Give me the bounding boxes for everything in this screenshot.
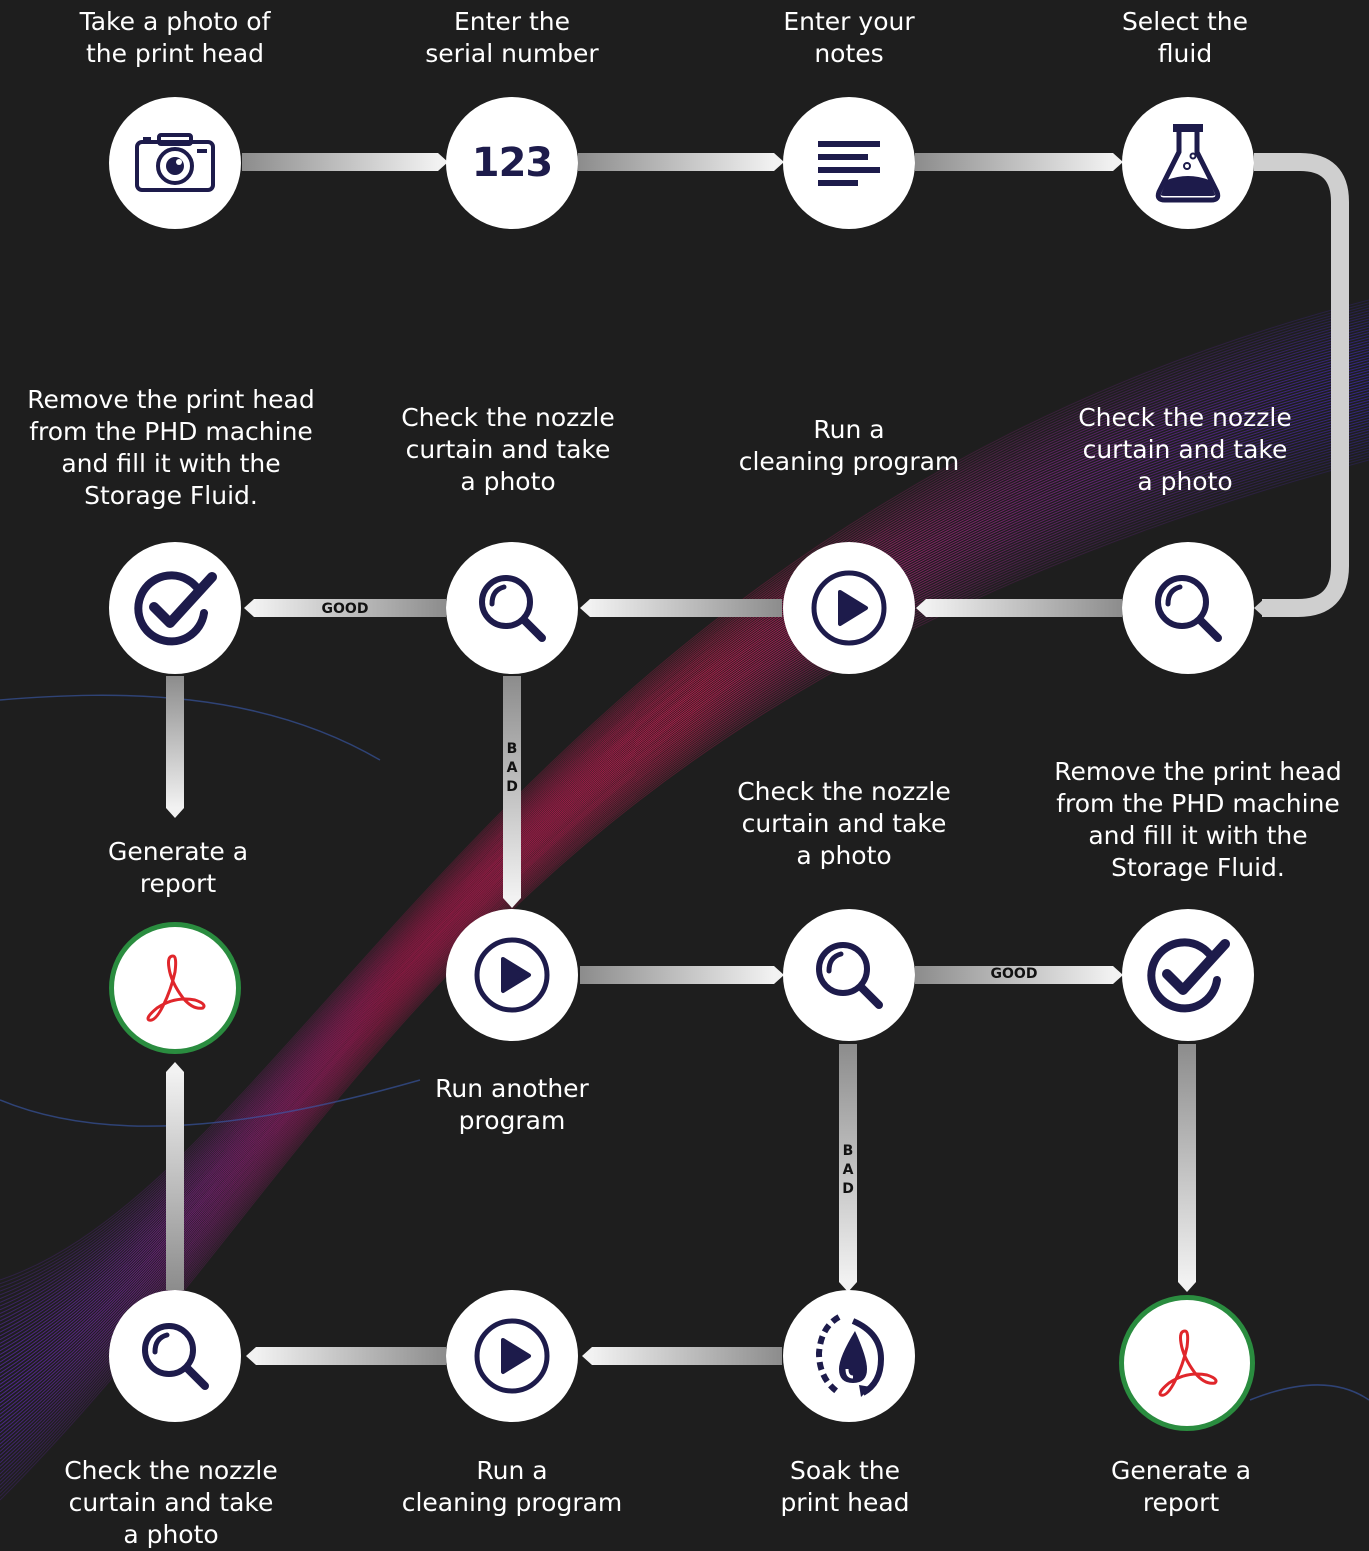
step-node-s13 <box>1119 1295 1255 1431</box>
edge-label-bad: B A D <box>842 1143 854 1197</box>
step-label-s9: Generate a report <box>107 837 249 898</box>
edge-s10-s11 <box>580 966 784 984</box>
step-node-s2: 123 <box>446 97 578 229</box>
edge-s16-s9 <box>166 1062 184 1290</box>
step-node-s5 <box>1122 542 1254 674</box>
step-label-s6: Run a cleaning program <box>738 415 960 476</box>
step-label-s13: Generate a report <box>1110 1456 1252 1517</box>
edge-s7-s8 <box>244 599 446 617</box>
step-node-s3 <box>783 97 915 229</box>
step-label-s1: Take a photo of the print head <box>79 7 271 68</box>
edge-s12-s13 <box>1178 1044 1196 1292</box>
step-node-s10 <box>446 909 578 1041</box>
step-label-s15: Run a cleaning program <box>401 1456 623 1517</box>
step-label-s3: Enter your notes <box>783 7 915 68</box>
flask-icon <box>1155 124 1221 203</box>
step-label-s5: Check the nozzle curtain and take a phot… <box>1078 403 1292 496</box>
step-label-s10: Run another program <box>435 1074 589 1135</box>
soak-icon <box>815 1314 885 1397</box>
step-label-s14: Soak the print head <box>780 1456 910 1517</box>
play-icon <box>474 1318 550 1394</box>
edge-s2-s3 <box>578 153 784 171</box>
number-icon: 123 <box>471 140 553 186</box>
magnifier-icon <box>1155 575 1222 642</box>
camera-icon <box>135 133 215 192</box>
check-icon <box>134 571 217 646</box>
step-node-s11 <box>783 909 915 1041</box>
magnifier-icon <box>816 942 883 1009</box>
edge-label-bad: B A D <box>506 741 518 795</box>
step-node-s14 <box>783 1290 915 1422</box>
step-node-s9 <box>109 922 241 1054</box>
step-label-s2: Enter the serial number <box>425 7 599 68</box>
check-icon <box>1147 938 1230 1013</box>
step-label-s8: Remove the print head from the PHD machi… <box>27 385 315 510</box>
step-node-s7 <box>446 542 578 674</box>
step-node-s15 <box>446 1290 578 1422</box>
edge-s3-s4 <box>915 153 1123 171</box>
play-icon <box>474 937 550 1013</box>
step-node-s8 <box>109 542 241 674</box>
edge-s11-s14 <box>839 1044 857 1292</box>
magnifier-icon <box>479 575 546 642</box>
magnifier-icon <box>142 1323 209 1390</box>
step-label-s4: Select the fluid <box>1121 7 1249 68</box>
edge-s7-s10 <box>503 676 521 908</box>
edge-label-good: GOOD <box>990 966 1038 982</box>
play-icon <box>811 570 887 646</box>
edge-s15-s16 <box>246 1347 446 1365</box>
edge-s1-s2 <box>242 153 448 171</box>
edge-s5-s6 <box>916 599 1122 617</box>
step-label-s11: Check the nozzle curtain and take a phot… <box>737 777 951 870</box>
edge-label-good: GOOD <box>321 601 369 617</box>
edge-s6-s7 <box>580 599 782 617</box>
pdf-icon <box>1158 1329 1218 1397</box>
step-node-s16 <box>109 1290 241 1422</box>
edge-s11-s12 <box>915 966 1123 984</box>
edge-s4-s5 <box>1254 153 1349 617</box>
step-label-s7: Check the nozzle curtain and take a phot… <box>401 403 615 496</box>
edge-s8-s9 <box>166 676 184 818</box>
step-node-s12 <box>1122 909 1254 1041</box>
step-label-s12: Remove the print head from the PHD machi… <box>1054 757 1342 882</box>
step-label-s16: Check the nozzle curtain and take a phot… <box>64 1456 278 1549</box>
pdf-icon <box>146 954 206 1022</box>
step-node-s1 <box>109 97 241 229</box>
notes-icon <box>818 141 880 186</box>
edge-s14-s15 <box>582 1347 782 1365</box>
step-node-s6 <box>783 542 915 674</box>
step-node-s4 <box>1122 97 1254 229</box>
